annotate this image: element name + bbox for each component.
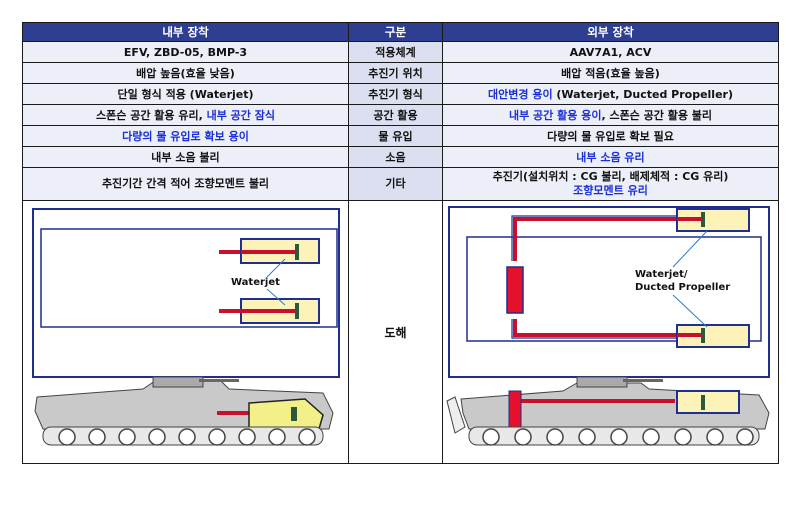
pipe <box>513 217 697 261</box>
header-internal: 내부 장착 <box>22 22 349 42</box>
nozzle <box>701 212 705 227</box>
table-row: 스폰슨 공간 활용 유리, 내부 공간 잠식 공간 활용 내부 공간 활용 용이… <box>22 104 779 126</box>
cell-internal: 스폰슨 공간 활용 유리, 내부 공간 잠식 <box>22 104 349 126</box>
pipe <box>513 319 697 337</box>
cell-category: 물 유입 <box>348 125 443 147</box>
comparison-table: 내부 장착 구분 외부 장착 EFV, ZBD-05, BMP-3 적용체계 A… <box>22 22 779 464</box>
cell-category: 기타 <box>348 167 443 201</box>
cell-external: 추진기(설치위치 : CG 불리, 배제체적 : CG 유리)조향모멘트 유리 <box>442 167 779 201</box>
figure-label-cell: 도해 <box>348 200 443 464</box>
hull-outline <box>466 236 762 342</box>
header-external: 외부 장착 <box>442 22 779 42</box>
cell-external: 내부 공간 활용 용이, 스폰슨 공간 활용 불리 <box>442 104 779 126</box>
propeller-label-line1: Waterjet/ <box>635 269 688 280</box>
cell-external: AAV7A1, ACV <box>442 41 779 63</box>
nozzle <box>295 244 299 260</box>
cell-internal: 내부 소음 불리 <box>22 146 349 168</box>
vehicle-side-view <box>446 376 770 446</box>
cell-text: (Waterjet, Ducted Propeller) <box>552 88 733 101</box>
highlight-text: 대안변경 용이 <box>488 88 553 101</box>
figure-row: Waterjet <box>22 200 779 464</box>
leader-arrow <box>266 258 286 278</box>
highlight-text: 내부 소음 유리 <box>576 151 645 164</box>
hull-outline <box>40 228 338 328</box>
cell-internal: 배압 높음(효율 낮음) <box>22 62 349 84</box>
internal-mount-diagram: Waterjet <box>32 208 340 446</box>
cell-category: 적용체계 <box>348 41 443 63</box>
cell-category: 추진기 위치 <box>348 62 443 84</box>
table-row: EFV, ZBD-05, BMP-3 적용체계 AAV7A1, ACV <box>22 41 779 63</box>
highlight-text: 조향모멘트 유리 <box>573 184 648 197</box>
pipe <box>219 309 297 313</box>
highlight-text: 내부 공간 활용 용이 <box>508 109 602 122</box>
pipe <box>677 217 703 221</box>
table-row: 다량의 물 유입로 확보 용이 물 유입 다량의 물 유입로 확보 필요 <box>22 125 779 147</box>
figure-internal-cell: Waterjet <box>22 200 349 464</box>
table-row: 단일 형식 적용 (Waterjet) 추진기 형식 대안변경 용이 (Wate… <box>22 83 779 105</box>
cell-internal: 단일 형식 적용 (Waterjet) <box>22 83 349 105</box>
header-category: 구분 <box>348 22 443 42</box>
cell-category: 추진기 형식 <box>348 83 443 105</box>
cell-external: 대안변경 용이 (Waterjet, Ducted Propeller) <box>442 83 779 105</box>
cell-external: 배압 적음(효율 높음) <box>442 62 779 84</box>
nozzle <box>701 328 705 343</box>
table-row: 내부 소음 불리 소음 내부 소음 유리 <box>22 146 779 168</box>
cell-text: 추진기(설치위치 : CG 불리, 배제체적 : CG 유리) <box>492 170 729 183</box>
highlight-text: 내부 공간 잠식 <box>206 109 275 122</box>
highlight-text: 다량의 물 유입로 확보 용이 <box>122 130 249 143</box>
header-row: 내부 장착 구분 외부 장착 <box>22 22 779 42</box>
table-row: 추진기간 간격 적어 조향모멘트 불리 기타 추진기(설치위치 : CG 불리,… <box>22 167 779 201</box>
cell-text: 스폰슨 공간 활용 유리, <box>96 109 207 122</box>
cell-external: 내부 소음 유리 <box>442 146 779 168</box>
external-mount-diagram: Waterjet/ Ducted Propeller <box>446 206 770 446</box>
vehicle-side-view <box>34 376 334 446</box>
pipe-outline <box>511 319 697 339</box>
pipe <box>241 250 297 254</box>
cell-text: , 스폰슨 공간 활용 불리 <box>601 109 713 122</box>
leader-arrow <box>672 230 708 268</box>
top-view-frame <box>32 208 340 378</box>
cell-internal: 다량의 물 유입로 확보 용이 <box>22 125 349 147</box>
cell-category: 공간 활용 <box>348 104 443 126</box>
cell-internal: 추진기간 간격 적어 조향모멘트 불리 <box>22 167 349 201</box>
pipe <box>677 333 703 337</box>
cell-category: 소음 <box>348 146 443 168</box>
nozzle <box>295 303 299 319</box>
table-row: 배압 높음(효율 낮음) 추진기 위치 배압 적음(효율 높음) <box>22 62 779 84</box>
figure-external-cell: Waterjet/ Ducted Propeller <box>442 200 779 464</box>
leader-arrow <box>266 288 286 306</box>
cell-internal: EFV, ZBD-05, BMP-3 <box>22 41 349 63</box>
waterjet-label: Waterjet <box>231 277 280 288</box>
pipe-outline <box>511 215 697 261</box>
cell-external: 다량의 물 유입로 확보 필요 <box>442 125 779 147</box>
pump-unit <box>508 390 522 432</box>
pump-unit <box>506 266 524 314</box>
leader-arrow <box>672 294 708 328</box>
propeller-label-line2: Ducted Propeller <box>635 282 730 293</box>
